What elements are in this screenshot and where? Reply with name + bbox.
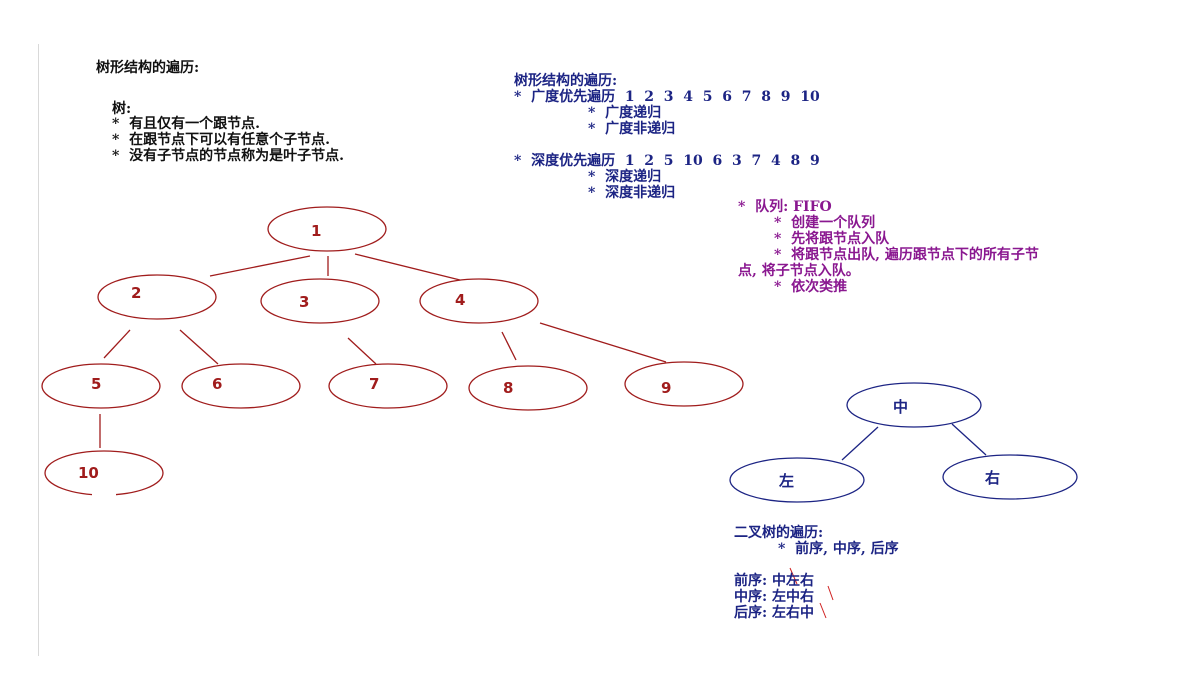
left-title: 树形结构的遍历: [96, 60, 200, 76]
binary-orders: * 前序, 中序, 后序 [778, 541, 899, 557]
ink-mark [789, 567, 798, 585]
postorder-line: 后序: 左右中 [734, 605, 815, 621]
tree-node-7 [328, 363, 448, 409]
preorder-line: 前序: 中左右 [734, 573, 815, 589]
tree-node-3 [260, 278, 380, 324]
edge-2-5 [103, 329, 131, 359]
queue-title: * 队列: FIFO [738, 199, 832, 215]
tree-node-label: 9 [661, 379, 671, 397]
tree-node-8 [468, 365, 588, 411]
binary-node-right [942, 454, 1078, 500]
tree-node-label: 1 [311, 222, 321, 240]
tree-heading: 树: [112, 101, 132, 117]
tree-node-label: 6 [212, 375, 222, 393]
queue-item: * 依次类推 [774, 279, 848, 295]
tree-node-9 [624, 361, 744, 407]
queue-item: * 创建一个队列 [774, 215, 876, 231]
tree-rule: * 没有子节点的节点称为是叶子节点. [112, 148, 344, 164]
tree-node-1 [267, 206, 387, 252]
ink-mark [819, 602, 827, 619]
queue-item: * 将跟节点出队, 遍历跟节点下的所有子节 [774, 247, 1039, 263]
left-margin-line [38, 44, 39, 656]
edge-1-4 [354, 253, 461, 281]
tree-node-4 [419, 278, 539, 324]
bfs-line: * 广度优先遍历 1 2 3 4 5 6 7 8 9 10 [514, 89, 820, 105]
edge-mid-left [841, 426, 879, 461]
tree-rule: * 在跟节点下可以有任意个子节点. [112, 132, 330, 148]
tree-node-label: 3 [299, 293, 309, 311]
tree-node-label: 4 [455, 291, 465, 309]
edge-mid-right [951, 423, 987, 456]
tree-rule: * 有且仅有一个跟节点. [112, 116, 260, 132]
dfs-sub: * 深度非递归 [588, 185, 676, 201]
tree-node-label: 10 [78, 464, 99, 482]
traversal-title: 树形结构的遍历: [514, 73, 618, 89]
edge-4-9 [539, 322, 667, 363]
tree-node-label: 5 [91, 375, 101, 393]
tree-node-6 [181, 363, 301, 409]
tree-node-2 [97, 274, 217, 320]
tree-node-5 [41, 363, 161, 409]
tree-node-10 [44, 450, 164, 496]
queue-item: * 先将跟节点入队 [774, 231, 890, 247]
edge-2-6 [179, 329, 219, 365]
binary-node-mid [846, 382, 982, 428]
edge-4-8 [501, 331, 517, 361]
tree-node-label: 8 [503, 379, 513, 397]
queue-item-wrap: 点, 将子节点入队。 [738, 263, 860, 279]
binary-node-label: 左 [778, 472, 794, 490]
binary-node-label: 右 [985, 469, 1000, 487]
bfs-sub: * 广度递归 [588, 105, 662, 121]
binary-title: 二叉树的遍历: [734, 525, 824, 541]
dfs-line: * 深度优先遍历 1 2 5 10 6 3 7 4 8 9 [514, 153, 820, 169]
bfs-sub: * 广度非递归 [588, 121, 676, 137]
edge-1-2 [209, 255, 311, 277]
inorder-line: 中序: 左中右 [734, 589, 815, 605]
edge-3-7 [347, 337, 377, 365]
tree-node-label: 2 [131, 284, 141, 302]
tree-node-label: 7 [369, 375, 379, 393]
ink-mark [827, 585, 834, 601]
binary-node-label: 中 [893, 398, 908, 416]
binary-node-left [729, 457, 865, 503]
dfs-sub: * 深度递归 [588, 169, 662, 185]
